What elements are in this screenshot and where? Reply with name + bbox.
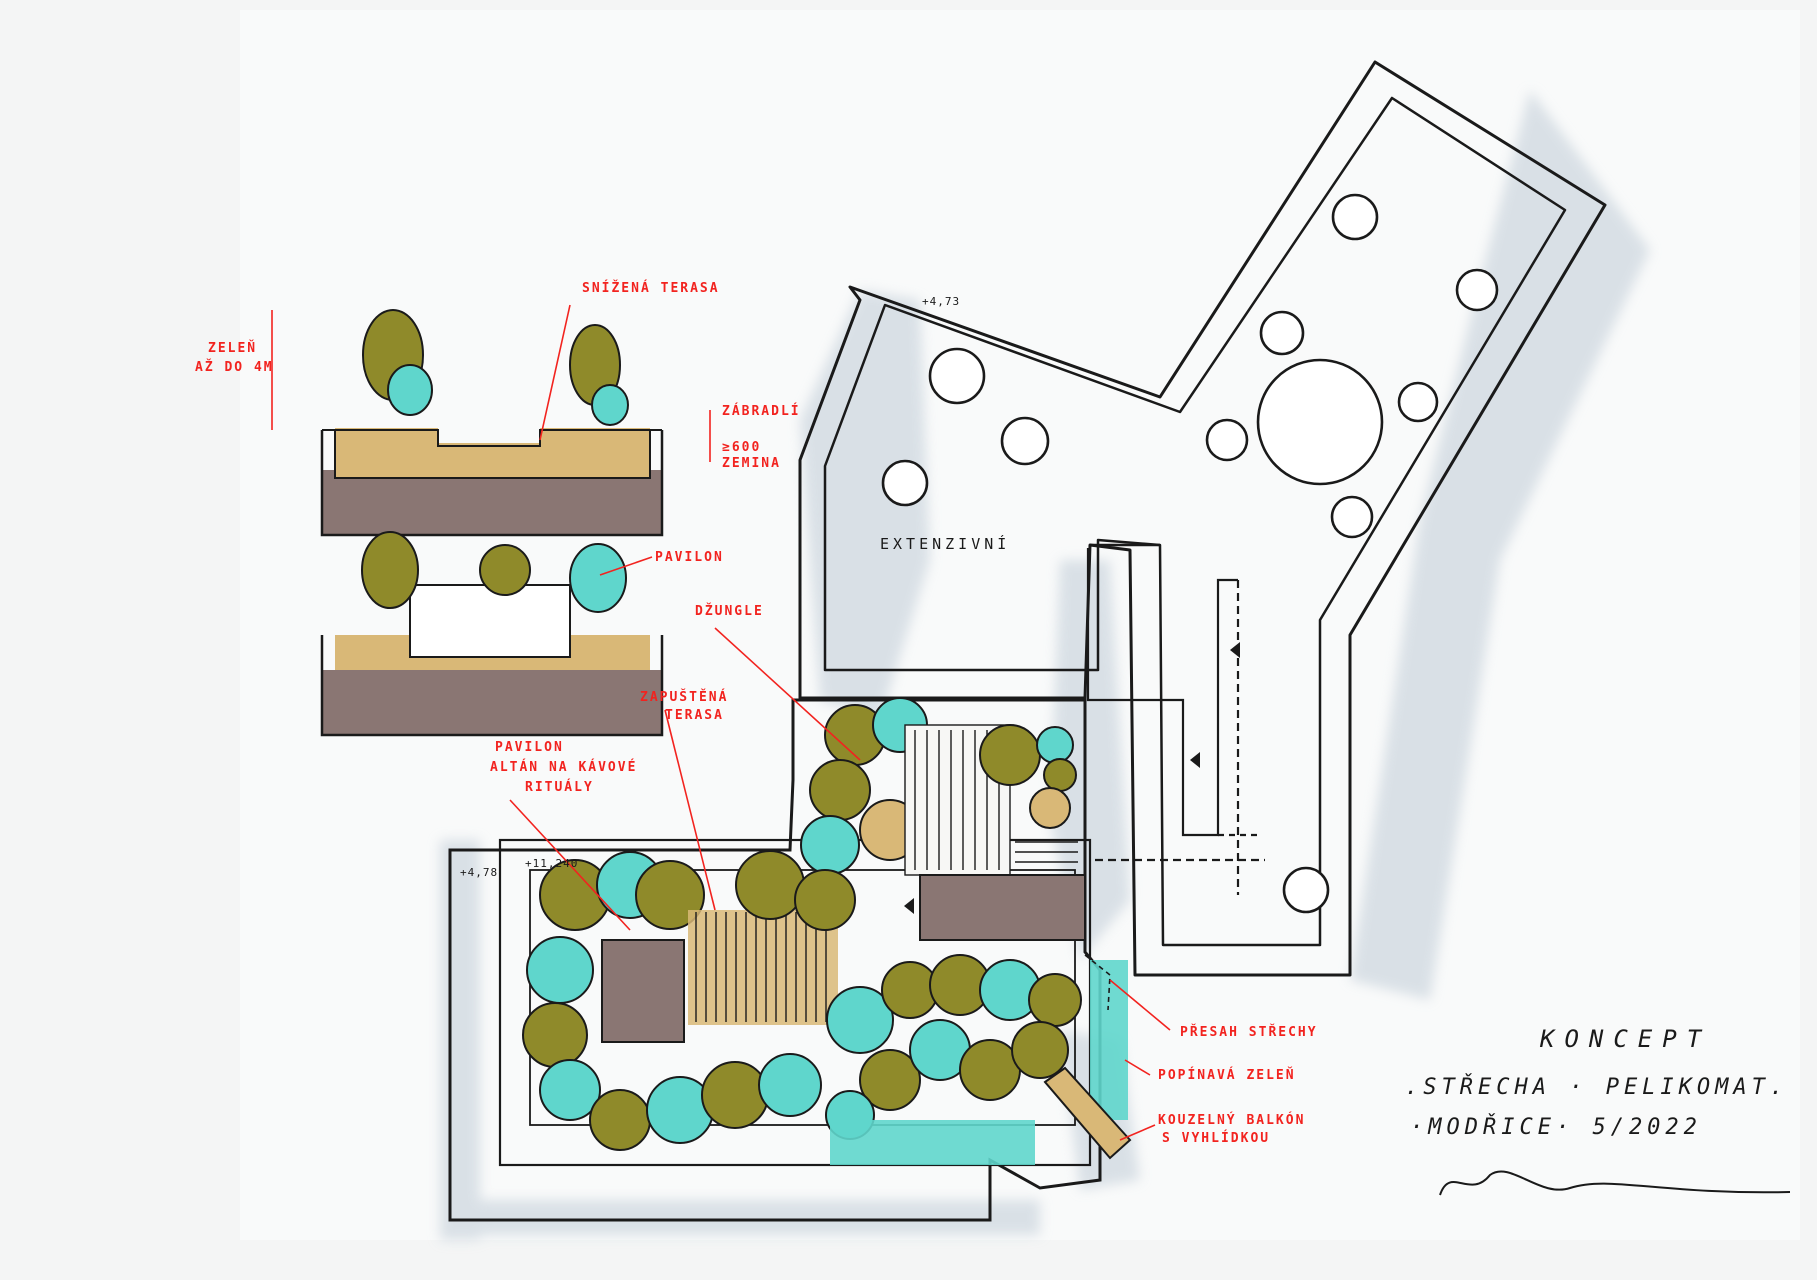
skylight bbox=[1000, 416, 1050, 466]
signature-mark bbox=[1439, 1170, 1791, 1196]
skylight bbox=[928, 347, 986, 405]
skylight bbox=[1331, 193, 1379, 241]
label-zemina: ZEMINA bbox=[722, 456, 781, 471]
label-pavilon: PAVILON bbox=[655, 550, 724, 565]
annotation-leaders bbox=[271, 304, 1171, 1141]
label-zelen-line2: AŽ DO 4M bbox=[195, 360, 274, 375]
section-upper-trees bbox=[362, 309, 629, 426]
label-dzungle: DŽUNGLE bbox=[695, 604, 764, 619]
skylight bbox=[1282, 866, 1330, 914]
title-koncept: KONCEPT bbox=[1540, 1025, 1712, 1053]
label-snizena-terasa: SNÍŽENÁ TERASA bbox=[582, 281, 720, 296]
roof-slab bbox=[919, 874, 1086, 941]
title-line3: ·MODŘICE· 5/2022 bbox=[1410, 1115, 1702, 1140]
tree-canopies-west bbox=[522, 851, 822, 1151]
magic-balcony bbox=[1043, 1066, 1132, 1160]
section-upper-soil bbox=[335, 428, 650, 478]
skylight bbox=[1455, 268, 1499, 312]
label-popinava-zelen: POPÍNAVÁ ZELEŇ bbox=[1158, 1068, 1296, 1083]
terrace-planks bbox=[695, 912, 827, 1022]
section-upper-slab bbox=[322, 470, 662, 535]
skylight bbox=[1330, 495, 1374, 539]
elevation-left: +4,78 bbox=[460, 866, 499, 879]
section-drawing-upper bbox=[320, 309, 664, 537]
label-soil-depth: ≥600 bbox=[722, 440, 762, 455]
skylight bbox=[1259, 310, 1305, 356]
facade-steps bbox=[1086, 548, 1265, 895]
label-pavilon-altan-line3: RITUÁLY bbox=[525, 780, 594, 795]
sunken-terrace bbox=[688, 910, 838, 1025]
elevation-terrace: +11,240 bbox=[525, 857, 579, 870]
label-pavilon-altan-line1: PAVILON bbox=[495, 740, 564, 755]
extensive-wing-inner-outline bbox=[823, 96, 1567, 947]
pavilion-coffee-rituals bbox=[601, 939, 685, 1043]
label-zapustena-line1: ZAPUŠTĚNÁ bbox=[640, 690, 729, 705]
label-presah-strechy: PŘESAH STŘECHY bbox=[1180, 1025, 1318, 1040]
section-lower-trees bbox=[361, 531, 627, 613]
skylight-large bbox=[1256, 358, 1384, 486]
tree-canopies-northeast bbox=[979, 724, 1077, 829]
skylight bbox=[881, 459, 929, 507]
section-pavilion bbox=[409, 584, 571, 658]
label-kouzelny-line2: S VYHLÍDKOU bbox=[1162, 1131, 1271, 1146]
skylight bbox=[1205, 418, 1249, 462]
label-extenzivni: EXTENZIVNÍ bbox=[880, 535, 1011, 553]
elevation-upper: +4,73 bbox=[922, 295, 961, 308]
green-roof-garden bbox=[448, 697, 1132, 1222]
section-drawing-lower bbox=[320, 531, 664, 737]
label-zabradli: ZÁBRADLÍ bbox=[722, 404, 801, 419]
skylight bbox=[1397, 381, 1439, 423]
section-lower-slab bbox=[322, 670, 662, 735]
skylights bbox=[881, 193, 1499, 914]
label-kouzelny-line1: KOUZELNÝ BALKÓN bbox=[1158, 1113, 1306, 1128]
label-zelen-line1: ZELEŇ bbox=[208, 341, 258, 356]
title-line2: .STŘECHA · PELIKOMAT. bbox=[1405, 1075, 1789, 1100]
label-zapustena-line2: TERASA bbox=[665, 708, 724, 723]
climbing-greenery-strip bbox=[1090, 960, 1128, 1120]
label-pavilon-altan-line2: ALTÁN NA KÁVOVÉ bbox=[490, 760, 638, 775]
roof-overhang bbox=[1084, 954, 1111, 1011]
steps bbox=[1015, 841, 1078, 863]
climbing-greenery-south bbox=[830, 1120, 1035, 1165]
